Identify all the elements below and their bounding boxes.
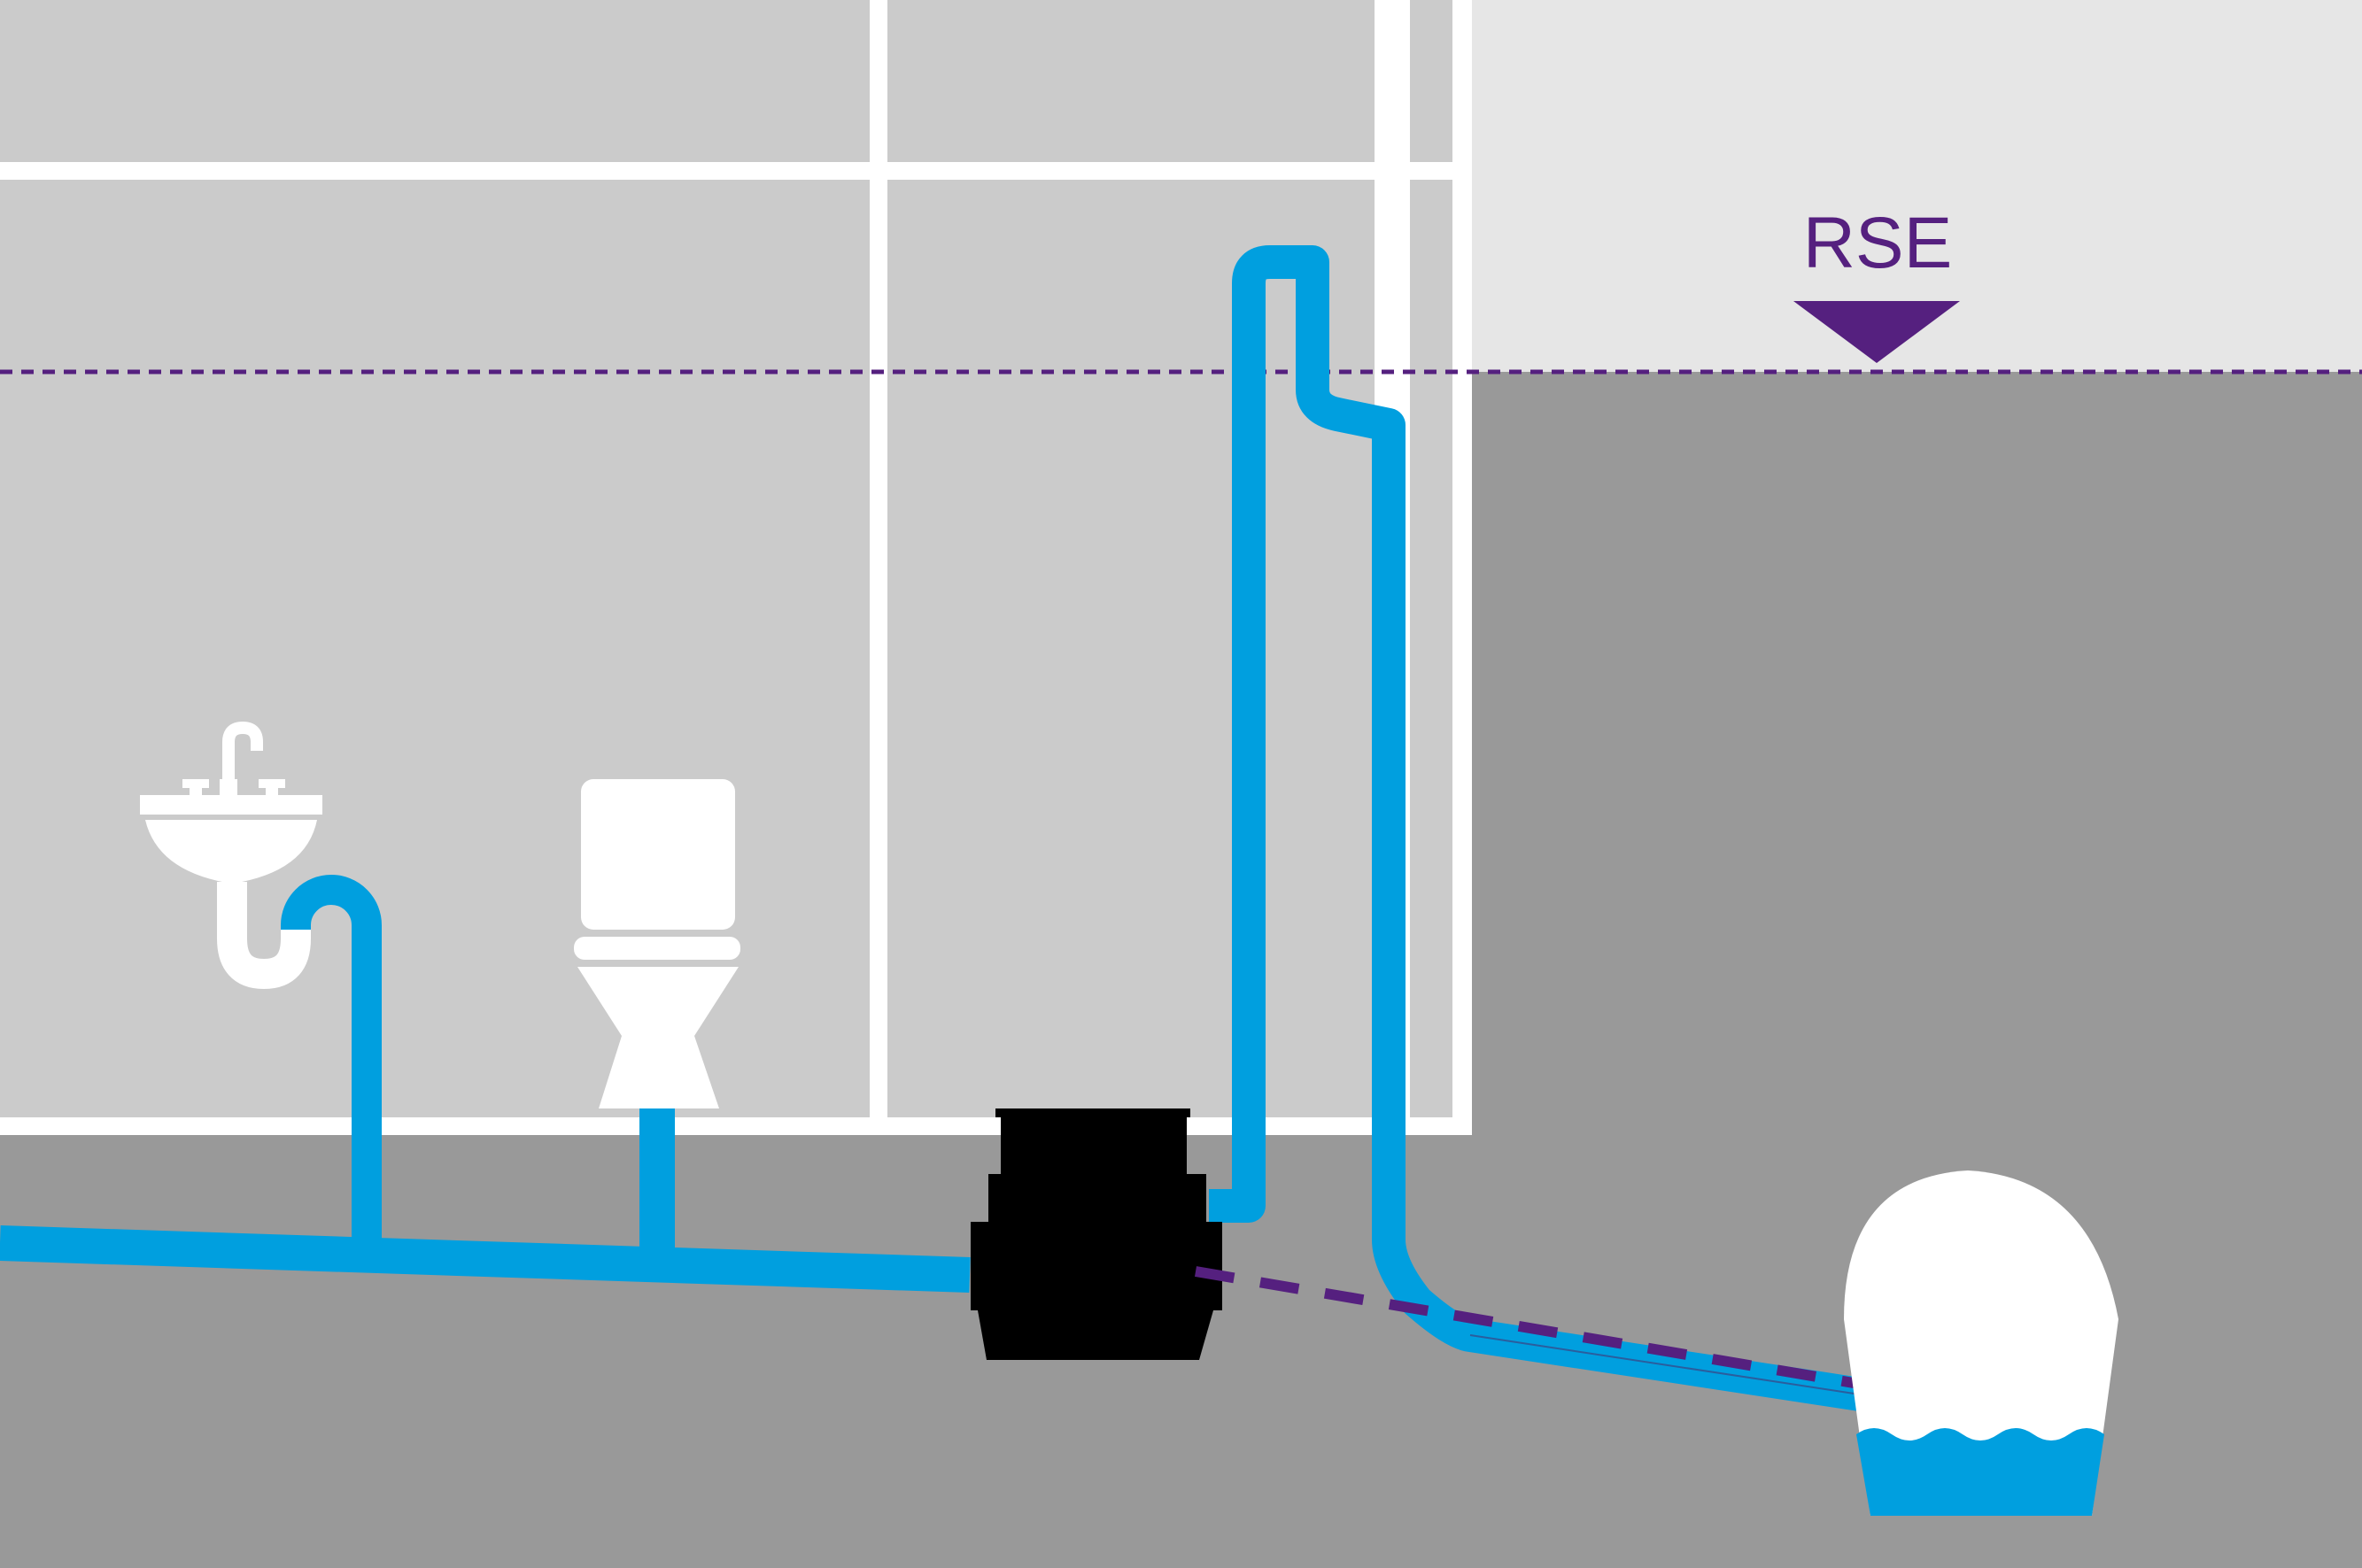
pipes	[0, 245, 1862, 1411]
backflow-level-marker-icon	[1793, 301, 1960, 363]
floor-line-upper	[0, 162, 1460, 180]
drain-main-pipe	[0, 1225, 971, 1293]
sink-drain-pipe	[281, 875, 382, 1248]
sewer-manhole-icon	[1844, 1170, 2118, 1516]
pressure-pipe-outline	[1469, 1334, 1861, 1395]
washbasin-icon	[140, 721, 322, 990]
flow-arrow-line	[1194, 1266, 1897, 1395]
sewer-water	[1856, 1428, 2104, 1516]
toilet-icon	[574, 779, 740, 1108]
wall-divider-left	[870, 0, 887, 1126]
backflow-level-label: RSE	[1803, 203, 1953, 283]
lifting-station-icon	[971, 1108, 1222, 1360]
pressure-pipe	[1209, 245, 1862, 1411]
house-outer-wall	[1452, 0, 1472, 1135]
